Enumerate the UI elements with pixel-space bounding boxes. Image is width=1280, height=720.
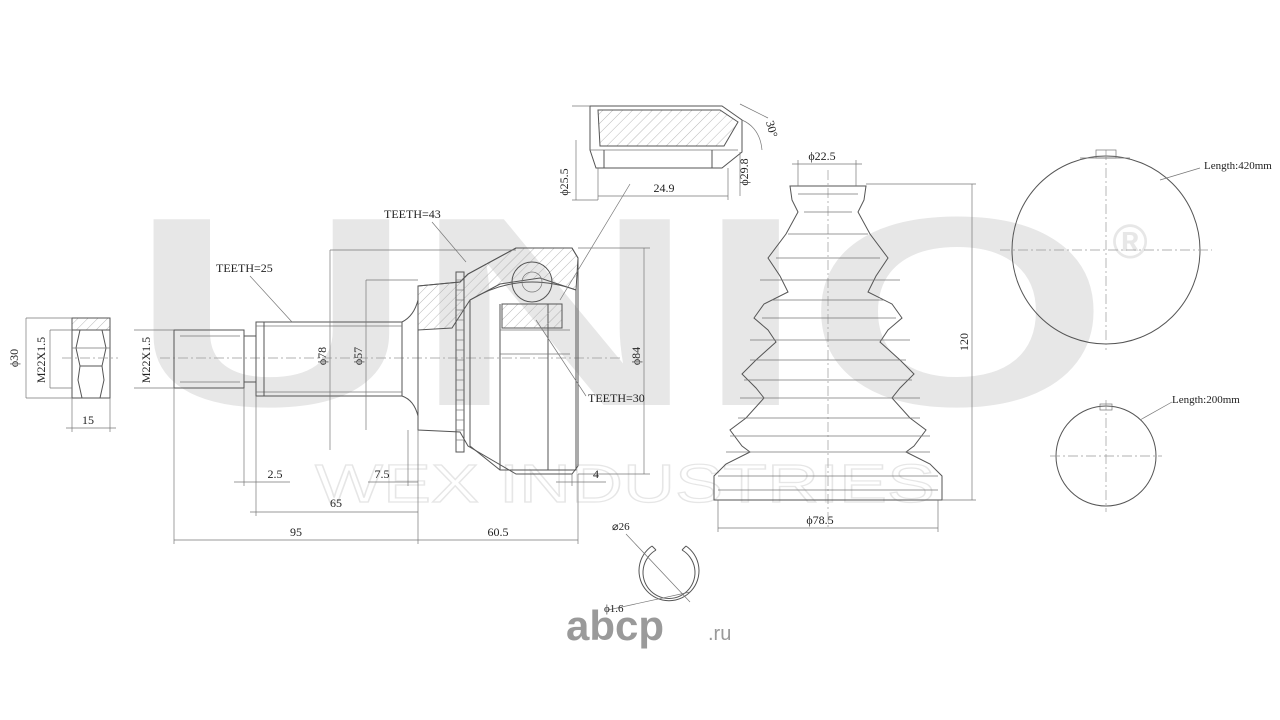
site-logo-name: abcp [566, 602, 664, 649]
clamp-large-view: Length:420mm [1000, 149, 1272, 350]
housing-teeth30-label: TEETH=30 [588, 391, 645, 405]
ring-length-label: 24.9 [654, 181, 675, 195]
housing-dim-605: 60.5 [488, 525, 509, 539]
boot-bottom-dia-label: ϕ78.5 [806, 513, 833, 527]
watermark-brand: UNIO [130, 162, 1110, 463]
circlip-wire-label: ϕ1.6 [604, 603, 624, 615]
clamp-large-length: Length:420mm [1204, 160, 1272, 172]
shaft-dim-65: 65 [330, 496, 342, 510]
ring-inner-label: ϕ29.8 [737, 158, 751, 185]
site-logo[interactable]: abcp .ru [566, 602, 731, 649]
circlip-dia-label: ⌀26 [612, 521, 630, 533]
clamp-small-length: Length:200mm [1172, 394, 1240, 406]
site-logo-suffix: .ru [708, 623, 731, 645]
shaft-dia2-label: ϕ57 [351, 347, 365, 365]
housing-dim-4: 4 [593, 467, 599, 481]
boot-top-dia-label: ϕ22.5 [808, 149, 835, 163]
shaft-teeth-label: TEETH=25 [216, 261, 273, 275]
shaft-spline [255, 321, 403, 397]
nut-width-label: 15 [82, 413, 94, 427]
ring-section-view: ϕ25.5 24.9 ϕ29.8 30° [557, 103, 781, 201]
boot-height-label: 120 [957, 333, 971, 351]
ring-outer-label: ϕ25.5 [557, 168, 571, 195]
abs-tone-ring [455, 271, 465, 453]
brand-watermark: UNIO ® WEX INDUSTRIES [130, 162, 1148, 515]
housing-dia-label: ϕ84 [629, 347, 643, 365]
shaft-dim-75: 7.5 [375, 467, 390, 481]
shaft-dia-label: ϕ78 [315, 347, 329, 365]
shaft-dim-95: 95 [290, 525, 302, 539]
housing-teeth43-label: TEETH=43 [384, 207, 441, 221]
watermark-registered: ® [1112, 216, 1147, 269]
boot-view: ϕ22.5 120 ϕ78.5 [713, 149, 976, 532]
shaft-dim-25: 2.5 [268, 467, 283, 481]
cv-joint-view: M22X1.5 ϕ78 ϕ57 ϕ84 TEETH=25 TEETH=43 TE… [134, 183, 650, 544]
clamp-small-view: Length:200mm [1050, 394, 1240, 512]
circlip-view: ⌀26 ϕ1.6 [604, 521, 700, 615]
shaft-thread-label: M22X1.5 [139, 337, 153, 383]
nut-thread-label: M22X1.5 [34, 337, 48, 383]
nut-dia-label: ϕ30 [7, 349, 21, 367]
ring-angle-label: 30° [763, 119, 781, 139]
nut-view: ϕ30 M22X1.5 15 [7, 317, 118, 432]
joint-ball [511, 261, 553, 303]
